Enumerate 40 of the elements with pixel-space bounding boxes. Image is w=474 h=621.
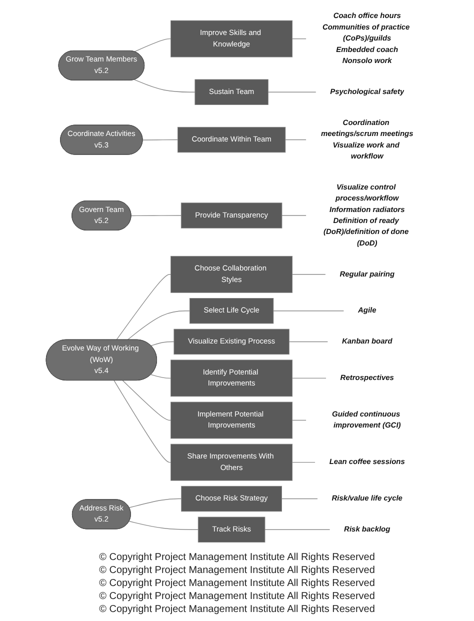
connector [292, 462, 316, 463]
connector [273, 310, 344, 312]
connector [282, 215, 307, 216]
copyright-note: © Copyright Project Management Institute All Rights Reserved [99, 578, 375, 589]
connector [134, 79, 196, 92]
node-box [180, 202, 282, 228]
connector [128, 498, 182, 508]
node-box [194, 79, 268, 105]
copyright-note: © Copyright Project Management Institute All Rights Reserved [99, 552, 375, 563]
node-box [170, 444, 293, 481]
connector [292, 38, 307, 40]
node-box [198, 516, 266, 542]
connector [142, 139, 178, 140]
node-box [181, 486, 282, 512]
connector [150, 374, 172, 379]
connector [292, 378, 327, 379]
copyright-note: © Copyright Project Management Institute All Rights Reserved [99, 604, 375, 615]
node-box [170, 402, 293, 439]
connector [285, 139, 307, 140]
connector [292, 420, 307, 421]
node-box [170, 20, 293, 58]
node-box [189, 298, 274, 324]
connector [130, 215, 182, 216]
connector [292, 274, 326, 275]
copyright-note: © Copyright Project Management Institute All Rights Reserved [99, 591, 375, 602]
node-box [170, 360, 293, 397]
connector [114, 380, 172, 463]
node-box [177, 126, 286, 153]
connector [150, 341, 174, 346]
node-box [174, 328, 290, 355]
connector [116, 274, 172, 340]
connector [134, 38, 172, 52]
connector [128, 520, 198, 530]
connector [127, 310, 190, 340]
node-box [170, 256, 293, 293]
copyright-note: © Copyright Project Management Institute All Rights Reserved [99, 565, 375, 576]
connector [122, 380, 172, 421]
connector [281, 498, 318, 500]
connector [264, 529, 330, 530]
connector [288, 341, 328, 342]
